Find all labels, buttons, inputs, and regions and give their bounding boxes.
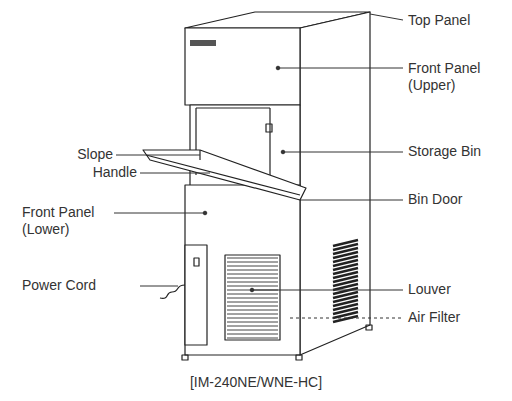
louver-slat (227, 326, 278, 327)
bin-sensor (266, 124, 272, 132)
louver-slat (227, 286, 278, 287)
louver (225, 255, 280, 340)
louver-slat (227, 314, 278, 315)
power-cord (160, 285, 185, 298)
switch-symbol (194, 258, 199, 266)
louver-slat (227, 330, 278, 331)
louver-slat (227, 270, 278, 271)
louver-slat (227, 278, 278, 279)
leader-line (283, 152, 403, 153)
leader-line (290, 318, 403, 319)
side-panel (300, 12, 370, 355)
part-label: Slope (77, 146, 113, 163)
louver-slat (227, 258, 278, 259)
louver-slat (227, 310, 278, 311)
part-label: Front Panel (Lower) (22, 204, 110, 238)
louver-slat (227, 338, 278, 339)
part-label: Air Filter (408, 309, 460, 326)
leader-dot (203, 211, 207, 215)
leader-line (116, 155, 200, 156)
louver-slat (227, 262, 278, 263)
leader-line (252, 290, 403, 291)
leg (182, 355, 188, 360)
louver-grille (227, 258, 278, 338)
leader-dot (276, 66, 280, 70)
louver-slat (227, 334, 278, 335)
machine-body (143, 12, 372, 360)
leader-line (300, 200, 403, 201)
leader-line (278, 68, 403, 69)
part-label: Louver (408, 281, 451, 298)
leader-lines (114, 14, 403, 318)
part-label: Front Panel (Upper) (408, 60, 498, 94)
leader-dot (250, 288, 254, 292)
front-panel-lower (185, 185, 300, 355)
part-label: Bin Door (408, 191, 462, 208)
part-label: Handle (93, 164, 137, 181)
leader-dot (281, 150, 285, 154)
nameplate (190, 40, 216, 46)
louver-slat (227, 266, 278, 267)
front-panel-upper (185, 28, 300, 105)
louver-slat (227, 322, 278, 323)
bin-inner-edge (196, 107, 270, 108)
leg (366, 325, 372, 330)
part-label: Top Panel (408, 12, 470, 29)
leader-line (370, 14, 403, 20)
side-vent (333, 240, 358, 322)
vent-slat (333, 316, 358, 322)
louver-slat (227, 306, 278, 307)
louver-slat (227, 302, 278, 303)
leader-line (140, 173, 210, 174)
louver-slat (227, 274, 278, 275)
leg (296, 355, 302, 360)
leader-line (140, 286, 178, 287)
figure-caption: [IM-240NE/WNE-HC] (0, 374, 512, 391)
part-label: Storage Bin (408, 143, 481, 160)
louver-slat (227, 294, 278, 295)
leader-line (114, 213, 205, 214)
bin-door (143, 150, 306, 200)
bin-inner-edge (269, 108, 270, 185)
louver-slat (227, 318, 278, 319)
louver-slat (227, 298, 278, 299)
louver-slat (227, 282, 278, 283)
door-handle (146, 155, 300, 195)
part-label: Power Cord (22, 277, 96, 294)
side-control-box (185, 245, 207, 345)
